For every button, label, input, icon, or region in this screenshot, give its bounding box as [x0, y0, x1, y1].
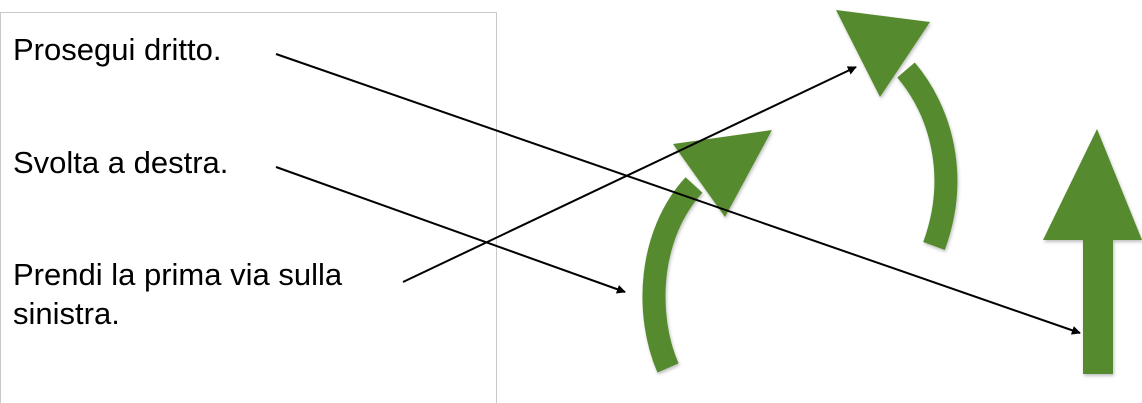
phrase-first-left-label-line1: Prendi la prima via sulla	[13, 257, 343, 292]
straight-arrow-up-icon	[1043, 129, 1142, 374]
connector-go-straight	[275, 53, 1081, 335]
connector-turn-right	[275, 166, 626, 294]
curved-arrow-left-icon	[836, 10, 958, 250]
phrase-first-left: Prendi la prima via sulla sinistra.	[13, 255, 342, 333]
phrase-go-straight: Prosegui dritto.	[13, 30, 222, 69]
phrase-turn-right: Svolta a destra.	[13, 143, 228, 182]
connector-first-left	[402, 66, 857, 283]
phrase-turn-right-label: Svolta a destra.	[13, 145, 229, 180]
phrase-go-straight-label: Prosegui dritto.	[13, 32, 222, 67]
phrase-first-left-label-line2: sinistra.	[13, 296, 120, 331]
phrase-panel	[0, 12, 497, 403]
curved-arrow-right-icon	[642, 130, 772, 373]
